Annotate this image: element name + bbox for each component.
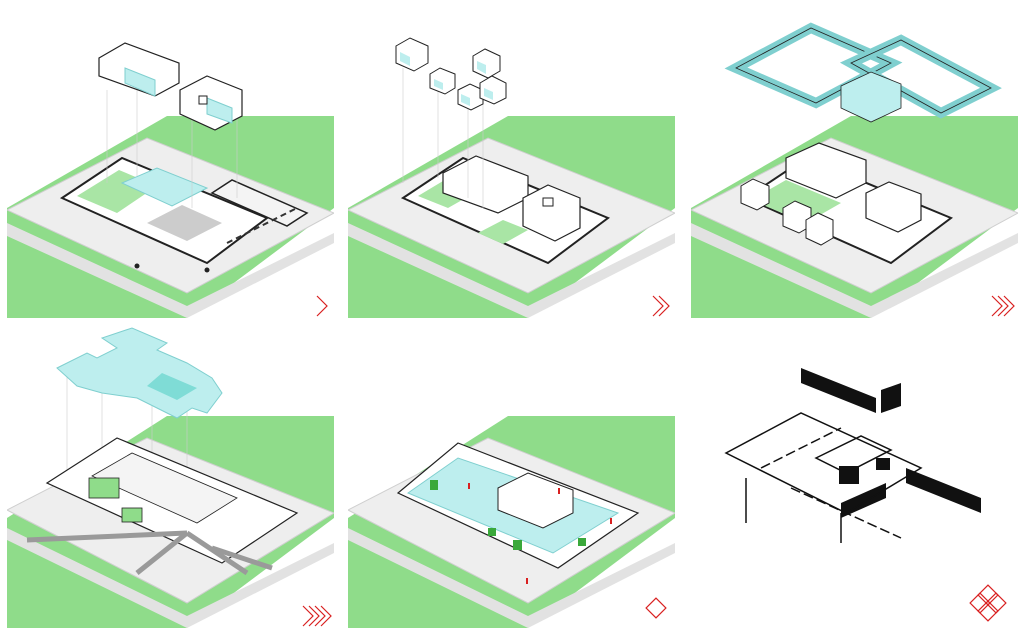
people-figures — [468, 483, 612, 584]
green-glazing — [88, 477, 120, 499]
existing-glass — [120, 167, 209, 207]
inner-court — [91, 452, 238, 524]
window-opening — [876, 458, 890, 470]
step-1-drawing — [7, 42, 334, 318]
room-module — [395, 37, 429, 72]
wall-fragments — [801, 368, 981, 518]
perforated-wall-ring — [724, 22, 1002, 123]
street-curb — [348, 223, 675, 318]
structure-lines — [724, 412, 923, 543]
existing-building-mass — [98, 42, 180, 97]
step-6-drawing — [724, 368, 1007, 622]
street-curb — [7, 528, 334, 628]
diagram-step-4 — [7, 318, 334, 628]
room-module — [805, 212, 834, 246]
green-glazing — [121, 507, 143, 523]
step-3-drawing — [691, 22, 1018, 318]
diagram-step-5 — [348, 318, 675, 628]
room-module — [472, 48, 501, 79]
circulation-arrows — [26, 530, 273, 576]
diagram-step-6 — [691, 318, 1018, 628]
diamond-icon — [645, 597, 667, 619]
projection-lines — [402, 68, 484, 208]
room-module — [740, 178, 770, 211]
roof-plate — [56, 327, 223, 419]
chevron-3-icon — [991, 295, 1015, 317]
courtyard-grass — [478, 220, 528, 244]
existing-building-mass — [785, 142, 867, 199]
chevron-1-icon — [316, 295, 328, 317]
pedestrian-icon — [204, 267, 210, 273]
annex-building-mass — [179, 75, 243, 131]
pedestrian-icon — [134, 263, 140, 269]
step-2-drawing — [348, 37, 675, 318]
paved-court — [147, 205, 222, 241]
interior-plants — [430, 480, 586, 550]
step-4-drawing — [7, 327, 334, 628]
path-line — [226, 207, 298, 244]
street-curb — [691, 223, 1018, 318]
room-module — [429, 67, 456, 95]
street-curb — [7, 223, 334, 318]
chevron-2-icon — [652, 295, 670, 317]
diagram-step-3 — [691, 8, 1018, 318]
chevron-4-icon — [302, 605, 332, 627]
diamond-cluster-icon — [969, 584, 1007, 622]
raised-volume — [497, 472, 574, 529]
annex-building-mass — [522, 184, 581, 242]
diagram-step-2 — [348, 8, 675, 318]
annex-building-mass — [865, 181, 922, 233]
window-opening — [839, 466, 859, 484]
room-module — [457, 83, 484, 111]
step-5-drawing — [348, 416, 675, 628]
street-curb — [348, 528, 675, 628]
diagram-step-1 — [7, 8, 334, 318]
room-module — [479, 75, 507, 105]
projection-lines — [106, 88, 238, 208]
